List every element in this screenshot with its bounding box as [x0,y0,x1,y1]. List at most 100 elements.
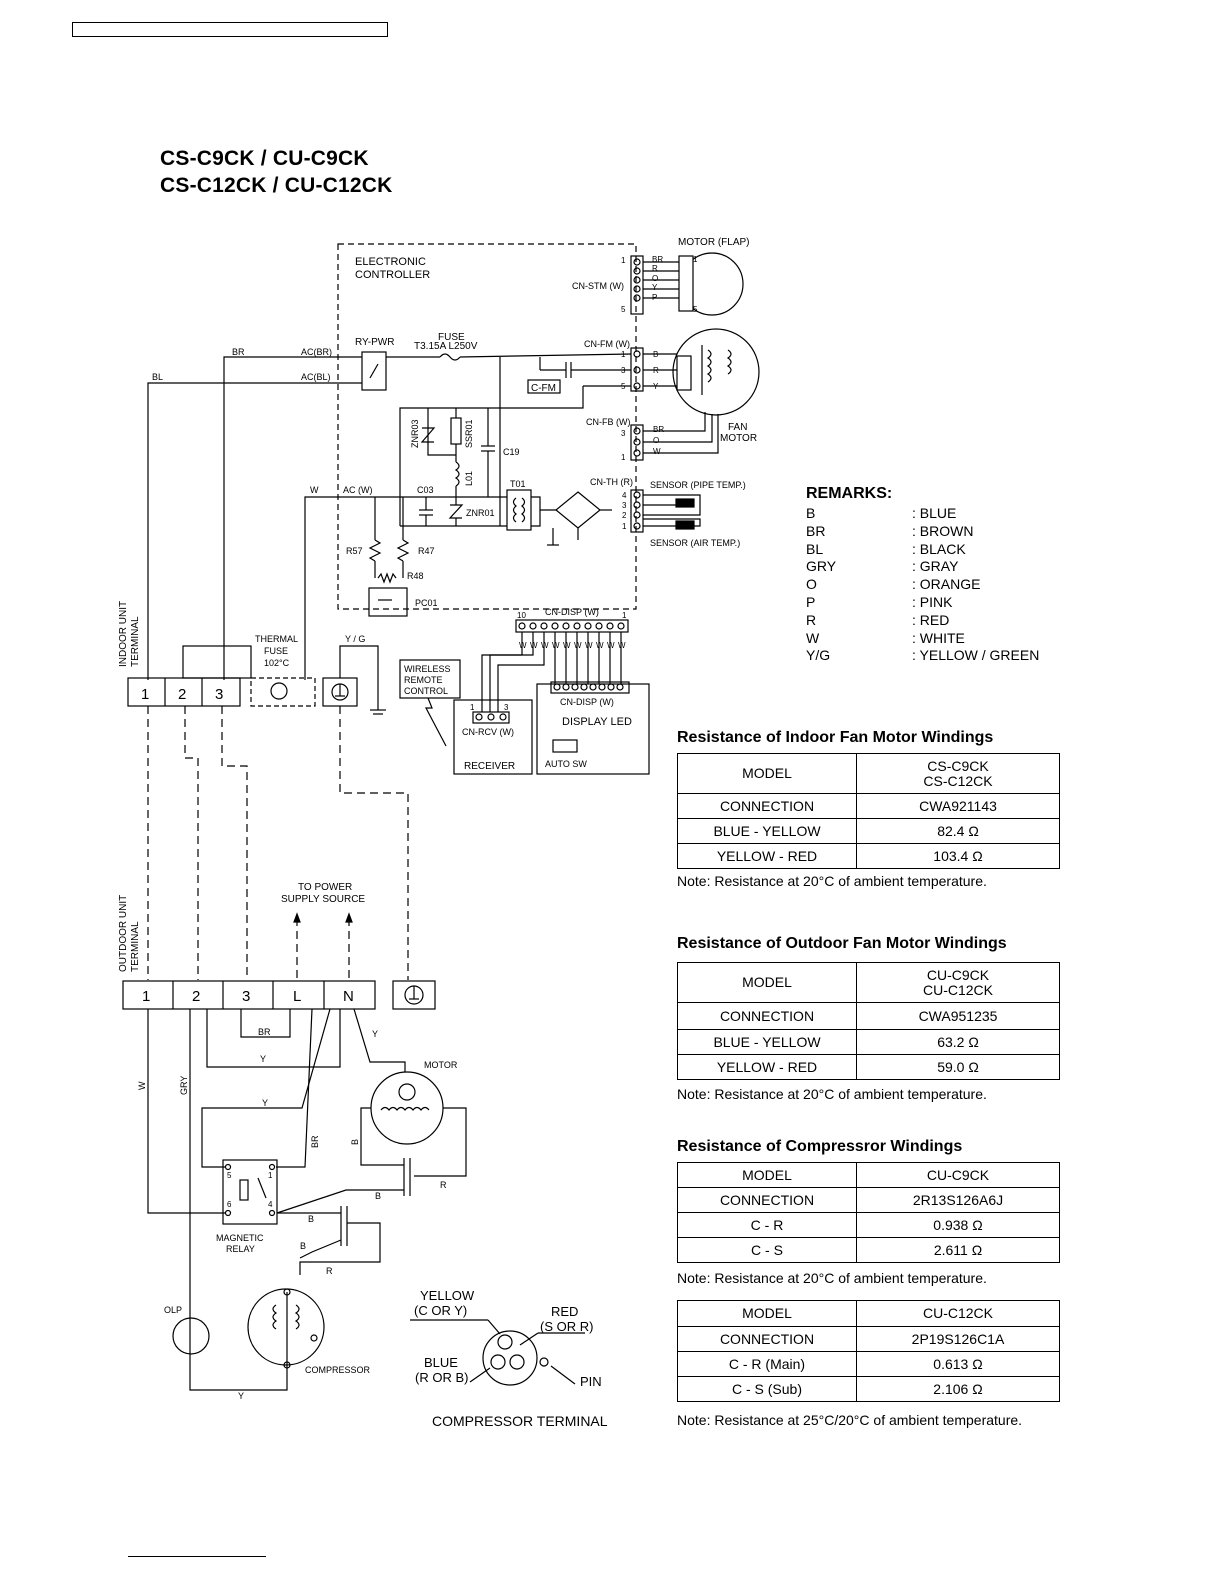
magnetic-relay-label-1: MAGNETIC [216,1233,264,1243]
outdoor-term-1: 1 [142,988,150,1005]
comp-pin-label: PIN [580,1374,602,1389]
remark-meaning: : YELLOW / GREEN [912,647,1040,664]
to-power-label-2: SUPPLY SOURCE [281,894,365,905]
wire-y-comp: Y [238,1391,244,1401]
fuse-rating: T3.15A L250V [414,341,478,352]
table-note: Note: Resistance at 20°C of ambient temp… [677,1086,987,1102]
disp-pin-2: W [530,641,538,650]
relay-num-6: 6 [227,1200,232,1209]
ac-bl-label: AC(BL) [301,372,331,382]
wire-y-outdoor-1: Y [260,1054,266,1064]
table-cell-label: MODEL [677,1162,857,1188]
stm-pin-br: BR [652,255,663,264]
th-num-1: 1 [622,522,627,531]
wire-w-label: W [310,485,319,495]
rcv-num-3: 3 [504,703,509,712]
table-cell-value: 59.0 Ω [856,1054,1060,1080]
controller-label-2: CONTROLLER [355,269,430,281]
receiver-label: RECEIVER [464,761,515,772]
table-cell-value: 82.4 Ω [856,818,1060,844]
indoor-terminal-label-2: TERMINAL [130,616,141,667]
disp-pin-1: W [519,641,527,650]
th-num-4: 4 [622,491,627,500]
stm-pin-p: P [652,293,657,302]
relay-num-1: 1 [268,1171,273,1180]
wire-b-motor: B [350,1139,360,1145]
ac-w-label: AC (W) [343,485,373,495]
table-row: C - R (Main)0.613 Ω [677,1351,1060,1377]
footer-line [128,1556,266,1557]
table-cell-value: 2.106 Ω [856,1376,1060,1402]
comp-red-2: (S OR R) [540,1319,593,1334]
table-cell-value: 0.613 Ω [856,1351,1060,1377]
t01-label: T01 [510,479,526,489]
table-cell-value: 2R13S126A6J [856,1187,1060,1213]
disp-pin-9: W [607,641,615,650]
remark-meaning: : RED [912,611,950,628]
disp-num-10: 10 [517,611,526,620]
table-cell-label: C - S (Sub) [677,1376,857,1402]
auto-sw-label: AUTO SW [545,759,587,769]
table-cell-value: CWA951235 [856,1002,1060,1030]
wire-br-relay: BR [310,1135,320,1148]
table-cell-label: CONNECTION [677,793,857,819]
model-title-line-2: CS-C12CK / CU-C12CK [160,174,393,197]
table-cell-value: 0.938 Ω [856,1212,1060,1238]
outdoor-term-l: L [293,988,301,1005]
comp-blue-1: BLUE [424,1355,458,1370]
fan-motor-label-2: MOTOR [720,433,757,444]
table-title: Resistance of Compressror Windings [677,1138,963,1155]
disp-pin-5: W [563,641,571,650]
table-cell-label: MODEL [677,753,857,794]
flap-motor-label: MOTOR (FLAP) [678,237,749,248]
th-num-3: 3 [622,501,627,510]
comp-yellow-1: YELLOW [420,1288,475,1303]
remark-code: Y/G [806,647,831,664]
table-cell-value: CWA921143 [856,793,1060,819]
remark-code: P [806,594,816,610]
table-note: Note: Resistance at 20°C of ambient temp… [677,1270,987,1286]
wireless-label-3: CONTROL [404,686,448,696]
fb-pin-o: O [653,436,659,445]
remarks-heading: REMARKS: [806,485,893,502]
table-cell-label: C - R (Main) [677,1351,857,1377]
remark-meaning: : WHITE [912,629,965,646]
table-cell-label: CONNECTION [677,1187,857,1213]
table-cell-label: YELLOW - RED [677,1054,857,1080]
r57-label: R57 [346,546,363,556]
ac-br-label: AC(BR) [301,347,332,357]
wire-r-motor: R [440,1180,447,1190]
cn-fb-label: CN-FB (W) [586,417,631,427]
yg-label: Y / G [345,634,365,644]
outdoor-terminal-label-1: OUTDOOR UNIT [118,895,129,972]
c03-label: C03 [417,485,434,495]
cn-disp-label: CN-DISP (W) [545,607,599,617]
cn-stm-label: CN-STM (W) [572,281,624,291]
thermal-fuse-label-2: FUSE [264,646,288,656]
r48-label: R48 [407,571,424,581]
outdoor-term-n: N [343,988,354,1005]
flap-num-5: 5 [693,305,698,314]
table-cell-value: CU-C9CK [856,1162,1060,1188]
remark-meaning: : ORANGE [912,576,981,593]
stm-pin-o: O [652,274,658,283]
disp-num-1: 1 [622,611,627,620]
indoor-terminal-label-1: INDOOR UNIT [118,601,129,667]
c-fm-label: C-FM [531,383,556,394]
table-row: C - S (Sub)2.106 Ω [677,1376,1060,1402]
ry-pwr-label: RY-PWR [355,337,394,348]
